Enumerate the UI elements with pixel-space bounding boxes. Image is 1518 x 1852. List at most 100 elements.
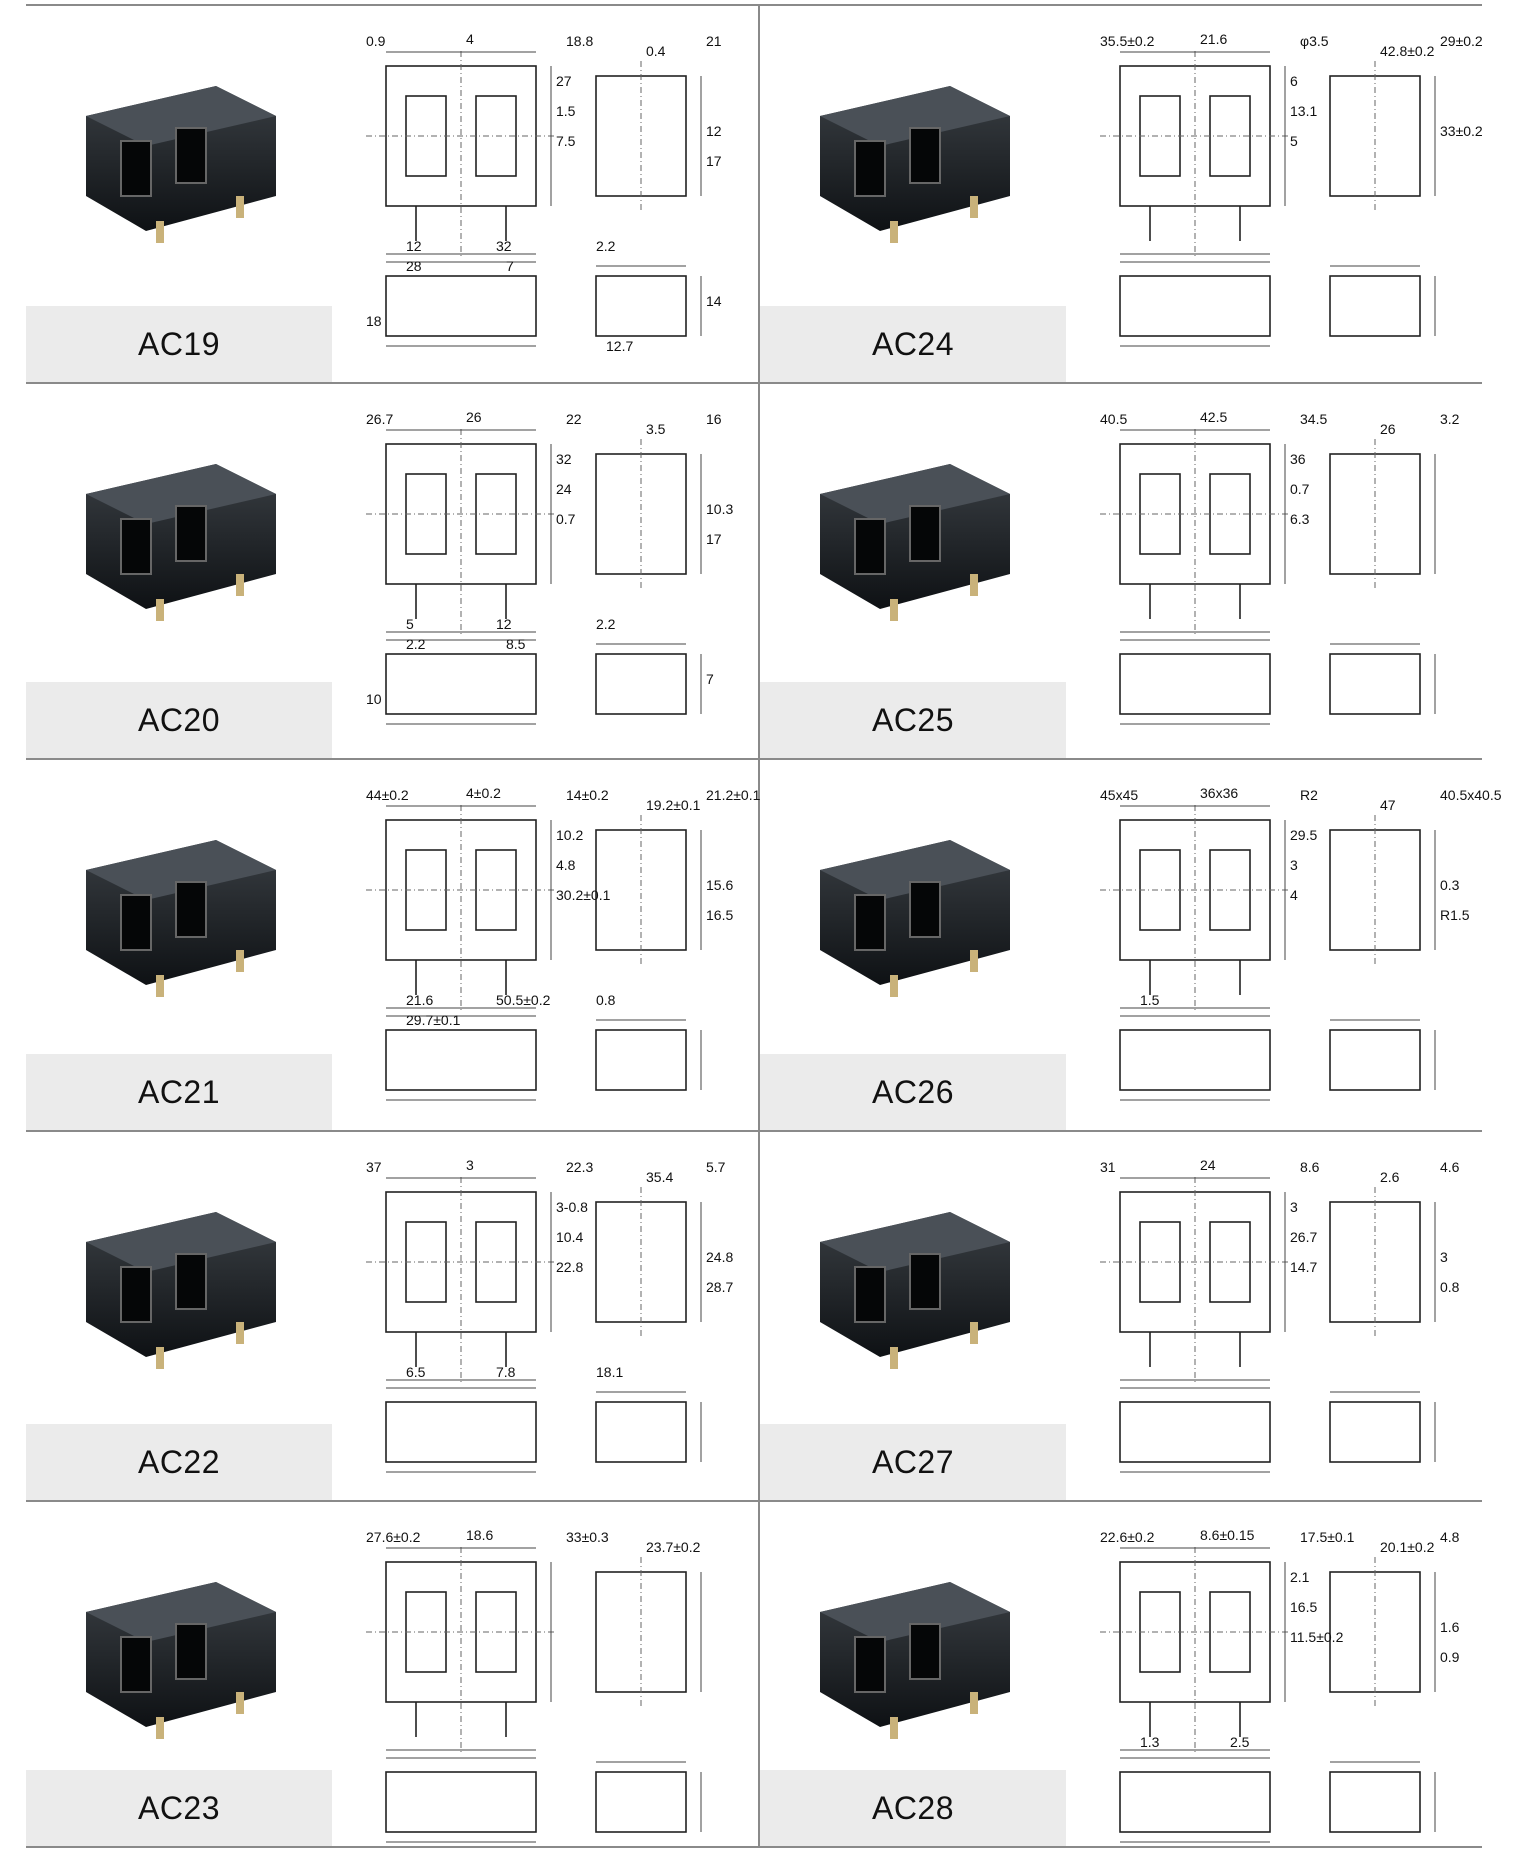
- product-cell-ac28: 22.6±0.2 8.6±0.15 17.5±0.1 20.1±0.2 4.8 2.1 16…: [760, 1502, 1492, 1846]
- dimension-label: 5: [1290, 133, 1298, 149]
- dimension-label: 10.4: [556, 1229, 583, 1245]
- dimension-label: 0.7: [556, 511, 576, 527]
- dimension-label: 20.1±0.2: [1380, 1539, 1435, 1555]
- dimension-label: 5: [406, 616, 414, 632]
- dimension-label: 15.6: [706, 877, 733, 893]
- dimension-label: 2.2: [406, 636, 426, 652]
- dimension-label: 26.7: [1290, 1229, 1317, 1245]
- dimension-label: 24: [1200, 1157, 1216, 1173]
- dimension-label: 22.6±0.2: [1100, 1529, 1155, 1545]
- product-photo: [820, 464, 1010, 621]
- dimension-label: 19.2±0.1: [646, 797, 701, 813]
- dimension-label: 34.5: [1300, 411, 1327, 427]
- dimension-label: 50.5±0.2: [496, 992, 551, 1008]
- row-divider-bottom: [26, 1846, 1482, 1848]
- dimension-label: 24.8: [706, 1249, 733, 1265]
- dimension-label: 1.5: [556, 103, 576, 119]
- product-photo: [820, 86, 1010, 243]
- dimension-label: 3-0.8: [556, 1199, 588, 1215]
- product-code: AC25: [871, 701, 955, 738]
- dimension-drawing: 22.6±0.2 8.6±0.15 17.5±0.1 20.1±0.2 4.8 2.1 16…: [1100, 1527, 1460, 1843]
- dimension-label: 14.7: [1290, 1259, 1317, 1275]
- dimension-label: 32: [556, 451, 572, 467]
- dimension-label: 8.6: [1300, 1159, 1320, 1175]
- dimension-label: 16.5: [1290, 1599, 1317, 1615]
- dimension-label: 36: [1290, 451, 1306, 467]
- dimension-label: 17.5±0.1: [1300, 1529, 1355, 1545]
- dimension-label: 26: [466, 409, 482, 425]
- dimension-label: 35.5±0.2: [1100, 33, 1155, 49]
- dimension-label: 2.2: [596, 238, 616, 254]
- product-code: AC19: [137, 325, 221, 362]
- dimension-label: 11.5±0.2: [1290, 1629, 1344, 1645]
- product-label-box: AC21: [26, 1054, 332, 1130]
- dimension-label: 33±0.2: [1440, 123, 1483, 139]
- product-code: AC27: [871, 1443, 955, 1480]
- column-divider: [758, 4, 760, 1847]
- dimension-label: 3.2: [1440, 411, 1460, 427]
- dimension-label: 2.2: [596, 616, 616, 632]
- dimension-label: 18.8: [566, 33, 593, 49]
- dimension-label: 21: [706, 33, 722, 49]
- dimension-label: 37: [366, 1159, 382, 1175]
- dimension-label: 31: [1100, 1159, 1116, 1175]
- dimension-label: 4.8: [556, 857, 576, 873]
- product-photo: [86, 464, 276, 621]
- dimension-label: 16: [706, 411, 722, 427]
- row-divider-top: [26, 4, 1482, 6]
- dimension-label: 7.8: [496, 1364, 516, 1380]
- dimension-label: 7.5: [556, 133, 576, 149]
- product-code: AC26: [871, 1073, 955, 1110]
- dimension-label: 4.8: [1440, 1529, 1460, 1545]
- dimension-label: 1.3: [1140, 1734, 1160, 1750]
- dimension-label: 1.6: [1440, 1619, 1460, 1635]
- dimension-label: 18.1: [596, 1364, 623, 1380]
- dimension-label: 28: [406, 258, 422, 274]
- product-code: AC21: [137, 1073, 221, 1110]
- dimension-label: 33±0.3: [566, 1529, 609, 1545]
- dimension-label: 29±0.2: [1440, 33, 1483, 49]
- dimension-label: 8.6±0.15: [1200, 1527, 1255, 1543]
- product-label-box: AC19: [26, 306, 332, 382]
- product-label-box: AC22: [26, 1424, 332, 1500]
- product-photo: [86, 1212, 276, 1369]
- dimension-label: 10.2: [556, 827, 583, 843]
- dimension-label: 4.6: [1440, 1159, 1460, 1175]
- dimension-label: 3: [1440, 1249, 1448, 1265]
- product-label-box: AC27: [760, 1424, 1066, 1500]
- dimension-label: 40.5: [1100, 411, 1127, 427]
- dimension-label: 2.5: [1230, 1734, 1250, 1750]
- product-photo: [820, 840, 1010, 997]
- dimension-label: 10.3: [706, 501, 733, 517]
- product-photo: [820, 1582, 1010, 1739]
- product-photo: [86, 1582, 276, 1739]
- product-photo: [86, 86, 276, 243]
- dimension-label: 26: [1380, 421, 1396, 437]
- product-label-box: AC23: [26, 1770, 332, 1846]
- dimension-label: 0.8: [596, 992, 616, 1008]
- dimension-label: 2.1: [1290, 1569, 1310, 1585]
- row-divider-2: [26, 758, 1482, 760]
- dimension-label: 21.2±0.1: [706, 787, 761, 803]
- dimension-label: 17: [706, 531, 722, 547]
- dimension-label: 29.5: [1290, 827, 1317, 843]
- product-code: AC22: [137, 1443, 221, 1480]
- product-label-box: AC26: [760, 1054, 1066, 1130]
- row-divider-1: [26, 382, 1482, 384]
- product-code: AC28: [871, 1789, 955, 1826]
- dimension-label: 22.3: [566, 1159, 593, 1175]
- dimension-label: 3: [466, 1157, 474, 1173]
- dimension-label: 0.8: [1440, 1279, 1460, 1295]
- dimension-label: 12: [496, 616, 512, 632]
- dimension-label: R1.5: [1440, 907, 1470, 923]
